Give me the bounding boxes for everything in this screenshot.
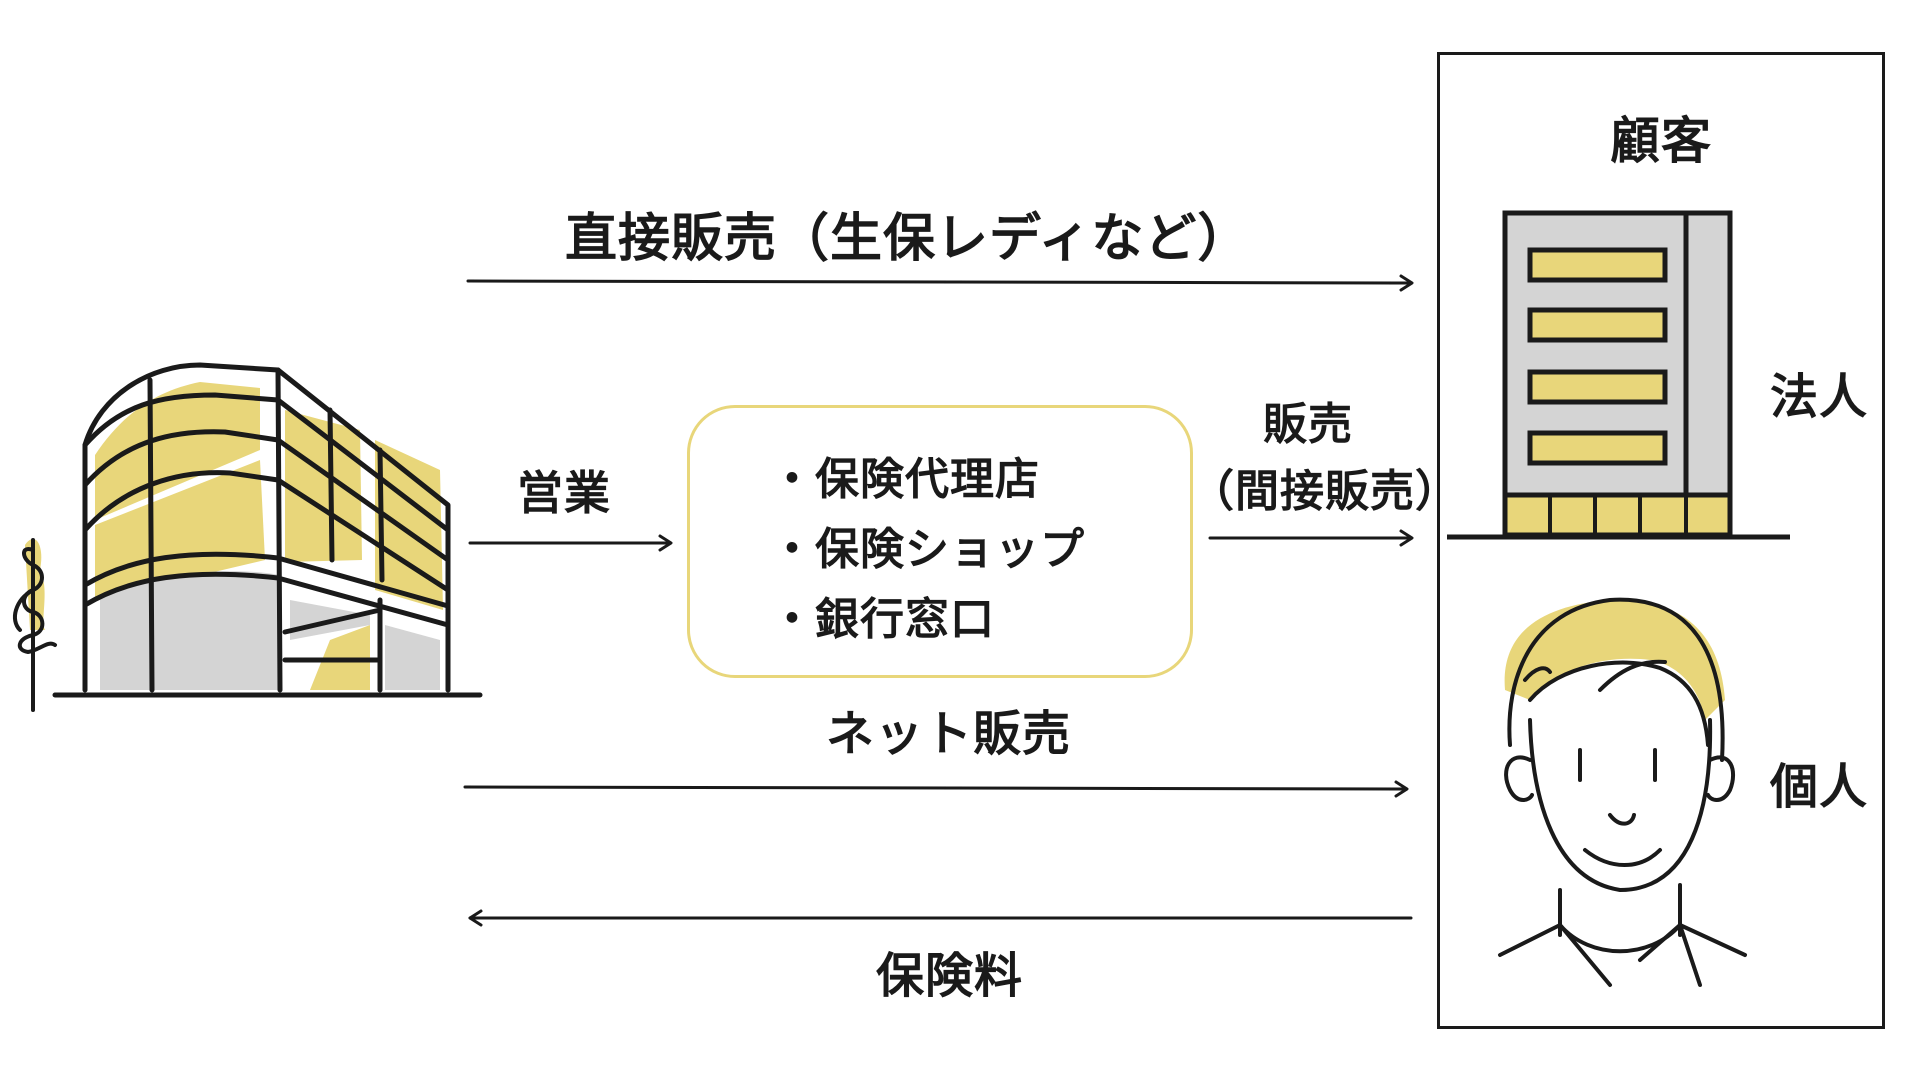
indirect-sales-label: （間接販売）: [1190, 466, 1460, 517]
direct-sales-label: 直接販売（生保レディなど）: [565, 209, 1251, 269]
sales-label: 販売: [1263, 399, 1353, 450]
net-sales-arrow: [463, 780, 1409, 798]
sales-activity-arrow: [468, 534, 673, 552]
agent-item-bank-counter: 銀行窓口: [770, 585, 1085, 655]
sales-agent-list: 保険代理店 保険ショップ 銀行窓口: [770, 445, 1085, 655]
sales-activity-label: 営業: [517, 466, 611, 520]
indirect-sales-arrow: [1208, 529, 1414, 547]
customer-box: [1437, 52, 1885, 1029]
agent-item-insurance-agency: 保険代理店: [770, 445, 1085, 515]
corporate-label: 法人: [1770, 369, 1869, 425]
direct-sales-arrow: [466, 274, 1414, 292]
agent-item-insurance-shop: 保険ショップ: [770, 515, 1085, 585]
customer-label: 顧客: [1610, 112, 1712, 170]
premium-label: 保険料: [876, 948, 1024, 1004]
individual-label: 個人: [1770, 759, 1869, 815]
premium-arrow: [468, 909, 1413, 927]
net-sales-label: ネット販売: [826, 706, 1072, 762]
